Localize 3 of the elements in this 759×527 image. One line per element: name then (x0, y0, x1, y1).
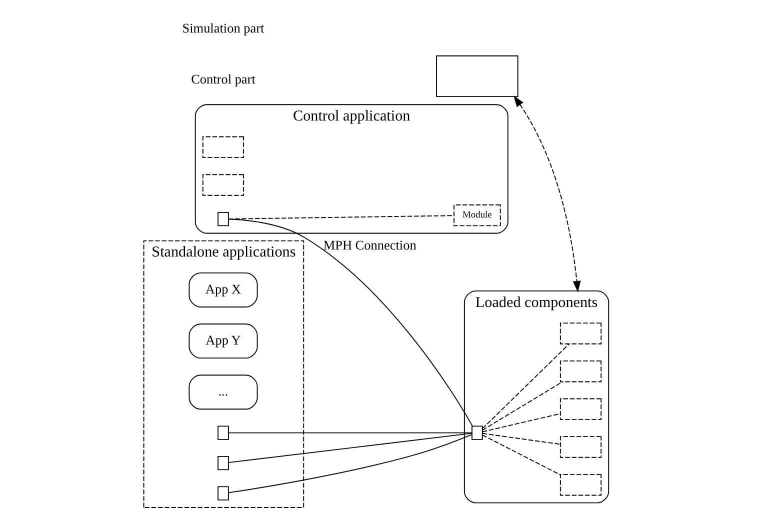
label: Simulation part (182, 20, 264, 36)
edge-label: MPH Connection (322, 238, 416, 252)
label: Control part (190, 72, 255, 87)
